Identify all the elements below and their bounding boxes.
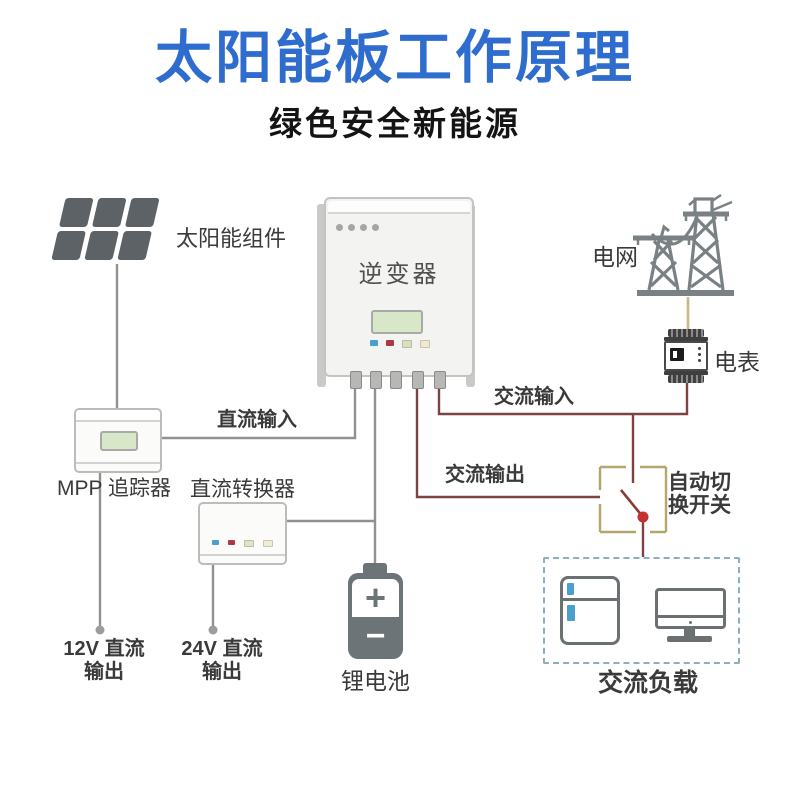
fridge-icon [560,576,620,645]
inverter-label: 逆变器 [358,261,440,288]
dc-24v-label-line1: 24V 直流 [181,638,263,660]
battery-minus-sign: − [365,617,386,655]
wire-ac-input [437,383,689,416]
tv-stand-neck [684,629,695,636]
page-subtitle: 绿色安全新能源 [269,105,521,142]
ac-load-dashed-box [543,557,740,664]
meter-label: 电表 [714,349,760,375]
ac-output-label: 交流输出 [445,464,525,486]
transfer-switch-label-line1: 自动切 [668,471,731,494]
inverter-box: 逆变器 [324,197,474,377]
dc-input-label: 直流输入 [217,409,297,431]
wire-end-dot-24v [208,625,218,635]
inverter-vent-dots [336,224,379,231]
inverter-bracket-left [317,204,326,387]
fridge-handle-bottom [567,605,575,621]
ac-input-label: 交流输入 [494,386,574,408]
wire-dc-input [158,385,357,440]
fridge-handle-top [567,583,574,595]
mpp-tracker-label: MPP 追踪器 [57,477,171,500]
ac-load-label: 交流负载 [598,669,699,697]
wire-end-dot-12v [95,625,105,635]
dc-converter-box [198,502,287,565]
grid-label: 电网 [592,244,638,270]
dc-converter-label: 直流转换器 [190,478,295,501]
wire-ac-group [415,383,689,557]
grid-towers-icon [633,193,734,296]
battery-plus-sign: + [364,577,387,618]
wire-dc-group [98,264,377,626]
inverter-terminal-2 [370,371,382,389]
mpp-tracker-box [74,408,162,473]
dc-12v-label-line1: 12V 直流 [63,638,145,660]
inverter-terminal-5 [434,371,446,389]
dc-converter-indicators [212,540,273,547]
dc-24v-label-line2: 输出 [202,661,242,683]
dc-12v-label-line2: 输出 [84,661,124,683]
solar-panel-icon [50,198,160,264]
tv-icon [655,588,726,629]
battery-icon: + − [348,573,403,659]
solar-panel-label: 太阳能组件 [176,226,287,251]
mpp-screen [100,431,138,451]
inverter-lcd-screen [371,310,423,334]
transfer-switch-label-line2: 换开关 [668,494,731,517]
inverter-terminal-3 [390,371,402,389]
wire-ac-output [415,385,600,499]
inverter-terminal-4 [412,371,424,389]
switch-pivot-dot [637,511,649,523]
switch-blade [619,489,645,518]
battery-cap [363,563,387,575]
inverter-top-strip [328,201,470,214]
tv-stand-base [667,636,712,642]
meter-display [670,348,684,361]
meter-icon [664,329,708,383]
page-title: 太阳能板工作原理 [155,26,635,90]
inverter-buttons [370,340,430,348]
inverter-terminal-1 [350,371,362,389]
battery-label: 锂电池 [341,668,410,694]
transfer-switch-symbol [598,465,668,534]
